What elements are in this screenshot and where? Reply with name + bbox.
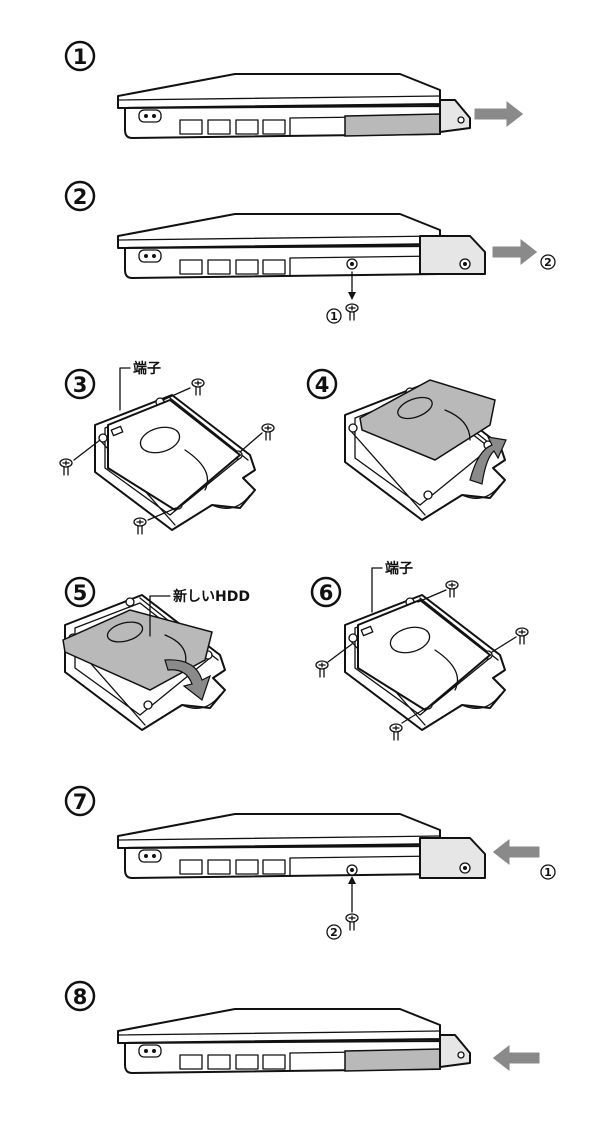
terminal-label: 端子 (385, 560, 413, 577)
step-8: 8 (64, 980, 541, 1074)
slide-out-arrow (491, 236, 539, 268)
screw-icon (345, 303, 359, 321)
screw-icon (515, 627, 529, 645)
screw-icon (191, 378, 205, 396)
step-3: 3 端子 (59, 360, 275, 535)
console-side-view (117, 73, 471, 139)
step-number-badge (64, 40, 96, 72)
callout-badge (326, 924, 342, 940)
screw-icon (261, 423, 275, 441)
step-number-badge (64, 576, 96, 608)
step-number: 2 (73, 185, 88, 209)
step-7: 7 1 2 (64, 785, 556, 940)
new-hdd-label: 新しいHDD (173, 588, 250, 605)
screw-up-arrow (348, 876, 356, 884)
callout-badge (326, 308, 342, 324)
step-number: 3 (73, 373, 88, 397)
screw-icon (59, 458, 73, 476)
screw-icon (133, 517, 147, 535)
step-number-badge (64, 980, 96, 1012)
step-4: 4 (306, 368, 507, 521)
slide-out-arrow (473, 98, 525, 130)
step-5: 5 新しいHDD (62, 576, 250, 731)
console-side-view (117, 813, 486, 879)
step-number-badge (64, 785, 96, 817)
hdd-bracket-with-drive (94, 394, 256, 531)
lower-arrow (164, 659, 212, 701)
step-number-badge (64, 180, 96, 212)
callout-2: 2 (330, 926, 338, 939)
step-6: 6 端子 (310, 560, 529, 741)
step-2: 2 1 2 (64, 180, 556, 324)
step-number: 8 (73, 985, 88, 1009)
lift-arrow (469, 436, 507, 485)
step-number-badge (310, 576, 342, 608)
step-number-badge (64, 368, 96, 400)
console-side-view (117, 1008, 471, 1074)
screw-down-arrow (348, 292, 356, 300)
step-number: 1 (73, 45, 88, 69)
slide-in-arrow (491, 1042, 541, 1074)
screw-icon (345, 913, 359, 931)
screw-icon (389, 723, 403, 741)
callout-1: 1 (330, 310, 338, 323)
terminal-label: 端子 (133, 360, 161, 377)
screw-icon (315, 660, 329, 678)
callout-badge (540, 864, 556, 880)
step-number: 6 (319, 581, 334, 605)
step-number-badge (306, 368, 338, 400)
hdd-bracket-with-drive (344, 594, 506, 731)
callout-1: 1 (544, 866, 552, 879)
console-side-view (117, 213, 486, 279)
callout-badge (540, 254, 556, 270)
callout-2: 2 (544, 256, 552, 269)
slide-in-arrow (491, 836, 541, 868)
step-number: 7 (73, 790, 88, 814)
step-number: 5 (73, 581, 88, 605)
screw-icon (445, 580, 459, 598)
step-number: 4 (315, 373, 330, 397)
hdd-lifting (359, 379, 496, 461)
step-1: 1 (64, 40, 525, 139)
